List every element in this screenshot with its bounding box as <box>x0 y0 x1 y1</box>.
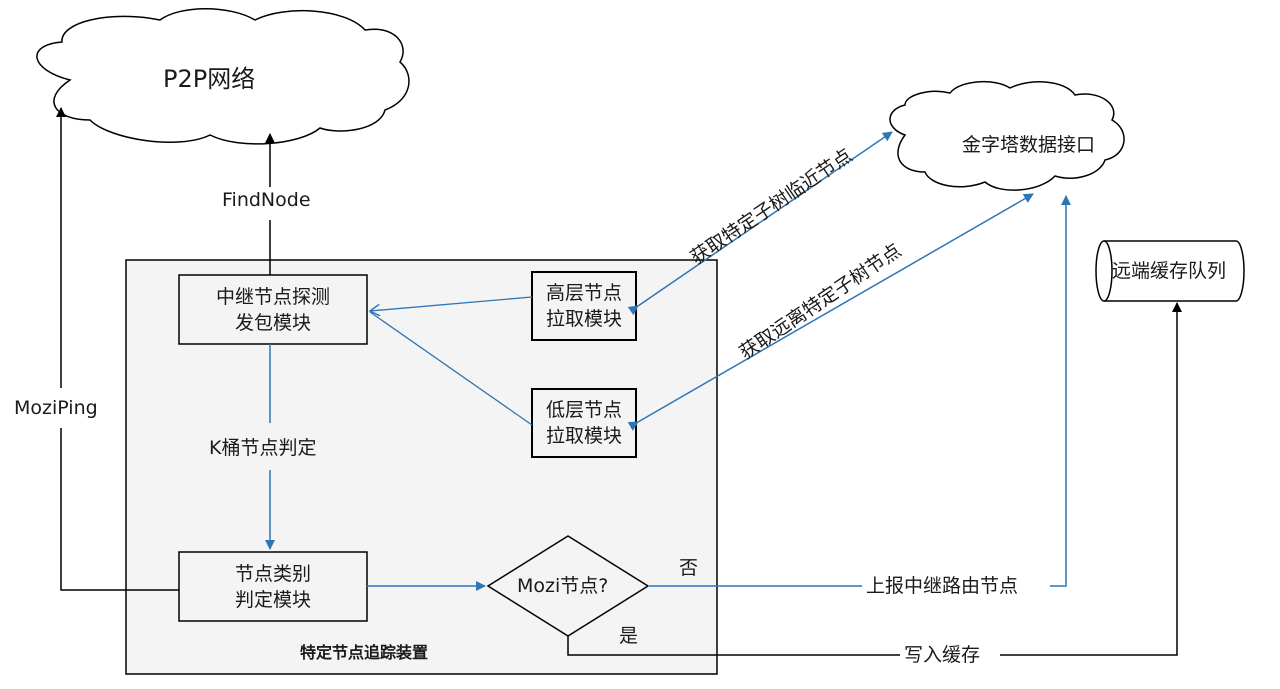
low-pull-label: 低层节点 拉取模块 <box>532 397 636 449</box>
low-pull-line-1: 低层节点 <box>545 399 622 421</box>
p2p-cloud <box>36 8 410 145</box>
decision-yes-label: 是 <box>619 625 639 647</box>
pyramid-cloud-label: 金字塔数据接口 <box>962 134 1096 156</box>
write-cache-edge-arrow <box>1000 302 1182 656</box>
kbucket-label: K桶节点判定 <box>205 436 321 460</box>
high-pull-line-2: 拉取模块 <box>545 308 622 330</box>
moziping-label: MoziPing <box>10 396 102 420</box>
relay-probe-box <box>178 274 368 345</box>
classify-line-2: 判定模块 <box>234 589 311 611</box>
decision-no-label: 否 <box>679 557 699 579</box>
relay-probe-line-2: 发包模块 <box>234 312 311 334</box>
report-relay-label: 上报中继路由节点 <box>862 574 1023 598</box>
moziping-edge <box>60 428 179 591</box>
far-subtree-edge <box>627 193 1034 431</box>
findnode-label: FindNode <box>218 188 315 212</box>
high-to-relay-edge <box>370 296 533 311</box>
remote-cache-queue <box>1095 240 1245 302</box>
relay-probe-line-1: 中继节点探测 <box>215 286 330 308</box>
classify-line-1: 节点类别 <box>234 563 311 585</box>
high-pull-label: 高层节点 拉取模块 <box>532 280 636 332</box>
write-cache-edge <box>567 636 900 656</box>
p2p-cloud-label: P2P网络 <box>163 65 256 93</box>
decision-label: Mozi节点? <box>517 575 609 597</box>
classify-box <box>178 551 368 622</box>
queue-label: 远端缓存队列 <box>1112 260 1227 282</box>
low-to-relay-edge <box>369 311 533 426</box>
report-relay-edge-arrow <box>1050 195 1071 587</box>
relay-probe-label: 中继节点探测 发包模块 <box>179 284 367 336</box>
container-title: 特定节点追踪装置 <box>300 643 429 662</box>
classify-label: 节点类别 判定模块 <box>179 561 367 613</box>
write-cache-label: 写入缓存 <box>900 643 985 667</box>
pyramid-cloud <box>889 80 1125 191</box>
low-pull-line-2: 拉取模块 <box>545 425 622 447</box>
high-pull-line-1: 高层节点 <box>545 282 622 304</box>
